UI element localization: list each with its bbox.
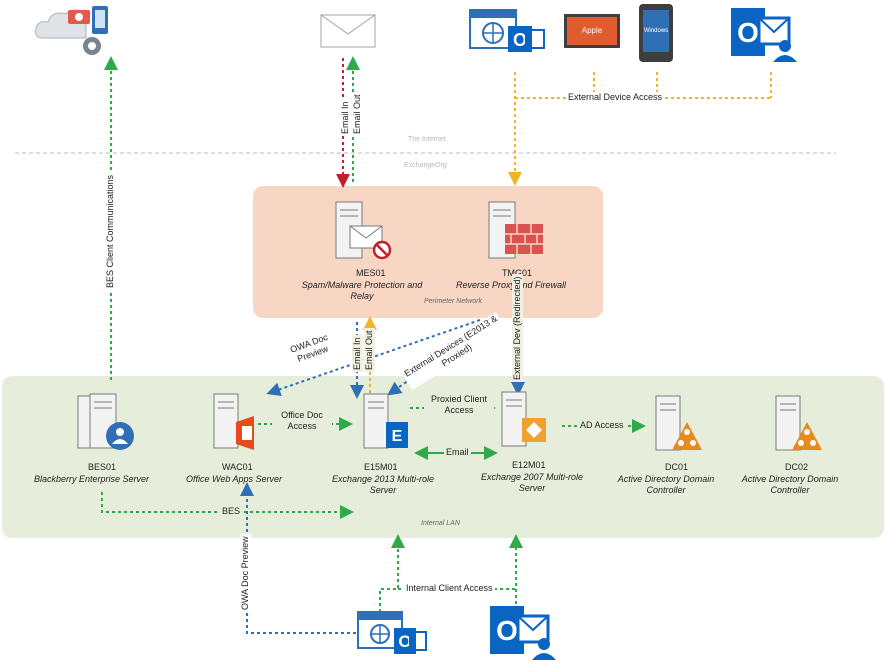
e12m01-name: E12M01 — [512, 460, 546, 470]
windows-phone-icon: Windows — [639, 4, 673, 62]
internal-client-access-arrow — [379, 534, 405, 612]
internal-client-access-label: Internal Client Access — [404, 583, 495, 594]
dc02-role: Active Directory Domain Controller — [741, 474, 839, 495]
mes01-server-icon — [335, 201, 392, 260]
outlook-user-icon-bottom: O — [490, 606, 556, 660]
svg-text:O: O — [398, 632, 411, 651]
tmg01-role: Reverse Proxy and Firewall — [456, 280, 567, 290]
e15m01-name: E15M01 — [364, 462, 398, 472]
bes01-server-icon — [77, 393, 134, 450]
bes01-name: BES01 — [88, 462, 117, 472]
proxied-client-access-label: Proxied Client Access — [424, 394, 494, 416]
outlook-user-icon-top: O — [731, 8, 797, 62]
ad-access-label: AD Access — [578, 420, 626, 431]
exchange-org-zone-label: ExchangeOrg — [404, 162, 447, 169]
email-in-label: Email In — [340, 99, 351, 136]
lan-zone-label: Internal LAN — [421, 520, 460, 527]
dc02-name: DC02 — [785, 462, 809, 472]
wac01-name: WAC01 — [222, 462, 253, 472]
mes01-name: MES01 — [356, 268, 386, 278]
browser-outlook-icon-bottom: O — [357, 611, 427, 654]
svg-text:O: O — [513, 30, 527, 50]
external-dev-redirected-label: External Dev (Redirected) — [512, 274, 523, 382]
dc01-name: DC01 — [665, 462, 689, 472]
e15m01-server-icon: E — [363, 393, 408, 449]
browser-outlook-icon: O — [469, 9, 545, 52]
dc01-server-icon — [655, 395, 702, 451]
mes01-role: Spam/Malware Protection and Relay — [301, 280, 423, 301]
wac01-server-icon — [213, 393, 254, 450]
windows-device-label: Windows — [643, 10, 669, 52]
dc02-server-icon — [775, 395, 822, 451]
bes01-role: Blackberry Enterprise Server — [34, 474, 150, 484]
bes-arrow — [101, 492, 354, 519]
svg-text:O: O — [737, 17, 759, 48]
apple-device-icon: Apple — [564, 14, 620, 48]
external-device-access-label: External Device Access — [566, 92, 665, 103]
email-out-label: Email Out — [352, 92, 363, 136]
envelope-icon — [320, 14, 376, 48]
perimeter-zone-label: Perimeter Network — [424, 298, 482, 305]
bes-label: BES — [220, 506, 243, 517]
perimeter-network-zone — [253, 186, 603, 318]
owa-preview-bottom-arrow — [240, 482, 356, 634]
email-label: Email — [444, 447, 471, 458]
internet-zone-label: The Internet — [408, 136, 446, 143]
tmg01-name: TMG01 — [502, 268, 533, 278]
owa-preview-top-arrow — [266, 319, 481, 396]
bes-client-comm-label: BES Client Communications — [105, 172, 116, 290]
dc01-role: Active Directory Domain Controller — [617, 474, 715, 495]
e12m01-role: Exchange 2007 Multi-role Server — [480, 472, 584, 493]
tmg01-server-icon — [488, 201, 543, 259]
svg-text:O: O — [496, 615, 518, 646]
e15m01-role: Exchange 2013 Multi-role Server — [331, 474, 435, 495]
owa-doc-preview-bottom-label: OWA Doc Preview — [240, 534, 251, 612]
email-out-lan-label: Email Out — [364, 328, 375, 372]
office-doc-access-label: Office Doc Access — [272, 410, 332, 432]
svg-text:E: E — [392, 428, 403, 445]
email-in-lan-label: Email In — [352, 335, 363, 372]
wac01-role: Office Web Apps Server — [186, 474, 283, 484]
cloud-sync-icon — [35, 6, 108, 55]
e12m01-server-icon — [501, 391, 546, 447]
apple-device-label: Apple — [581, 26, 603, 35]
